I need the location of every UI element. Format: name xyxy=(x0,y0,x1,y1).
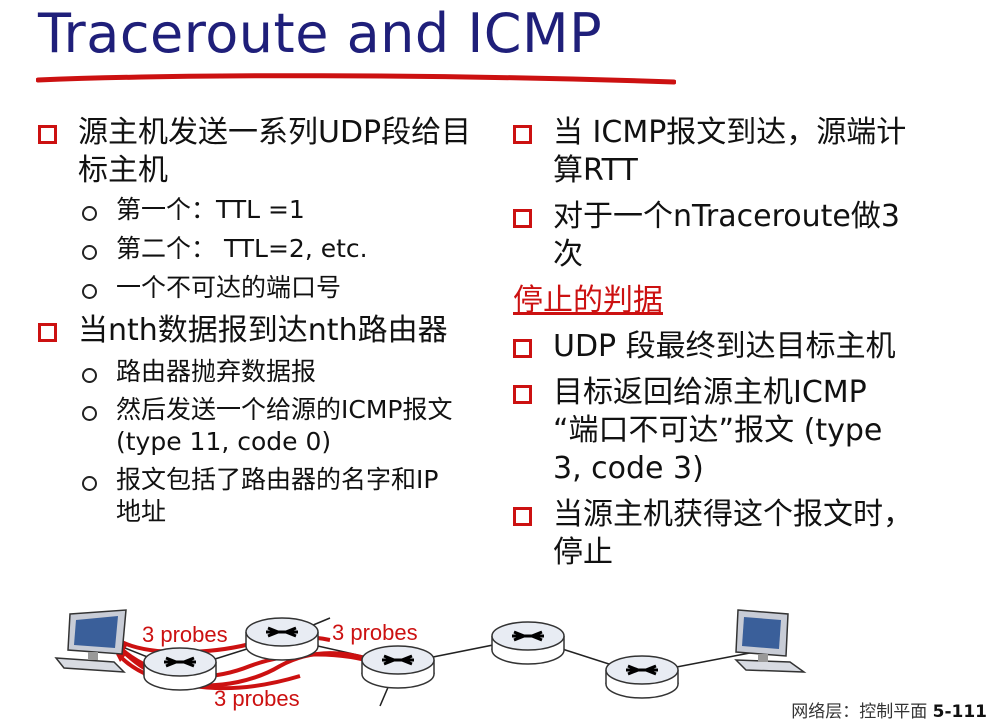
left-column: 源主机发送一系列UDP段给目标主机 第一个：TTL =1 第二个： TTL=2,… xyxy=(38,114,478,528)
computer-icon xyxy=(734,609,807,673)
page-number: 5-111 xyxy=(932,702,987,722)
circle-bullet-icon xyxy=(82,284,97,299)
sub-bullet-text: 然后发送一个给源的ICMP报文 (type 11, code 0) xyxy=(116,395,453,456)
title-underline xyxy=(36,73,676,85)
probe-label: 3 probes xyxy=(332,620,418,645)
right-column: 当 ICMP报文到达，源端计算RTT 对于一个nTraceroute做3次 停止… xyxy=(513,114,913,572)
square-bullet-icon xyxy=(513,339,532,358)
sub-bullet: 路由器抛弃数据报 xyxy=(68,356,478,388)
circle-bullet-icon xyxy=(82,406,97,421)
bullet-text: 当 ICMP报文到达，源端计算RTT xyxy=(553,115,907,188)
bullet-text: UDP 段最终到达目标主机 xyxy=(553,329,896,364)
sub-bullet: 一个不可达的端口号 xyxy=(68,272,478,304)
router-icon xyxy=(244,616,320,662)
sub-bullet-text: 路由器抛弃数据报 xyxy=(116,357,317,386)
footer-text: 网络层：控制平面 xyxy=(791,702,928,722)
bullet-text: 源主机发送一系列UDP段给目标主机 xyxy=(78,115,472,188)
sub-bullet-text: 第二个： TTL=2, etc. xyxy=(116,234,368,263)
stop-criteria-heading: 停止的判据 xyxy=(513,283,663,318)
bullet-text: 对于一个nTraceroute做3次 xyxy=(553,199,900,272)
square-bullet-icon xyxy=(513,385,532,404)
sub-bullet-text: 一个不可达的端口号 xyxy=(116,273,342,302)
circle-bullet-icon xyxy=(82,476,97,491)
square-bullet-icon xyxy=(513,125,532,144)
square-bullet-icon xyxy=(38,125,57,144)
bullet: 目标返回给源主机ICMP “端口不可达”报文 (type 3, code 3) xyxy=(513,374,913,488)
bullet: 当 ICMP报文到达，源端计算RTT xyxy=(513,114,913,190)
computer-icon xyxy=(54,609,127,673)
square-bullet-icon xyxy=(513,209,532,228)
sub-bullet: 第一个：TTL =1 xyxy=(68,194,478,226)
sub-bullet: 报文包括了路由器的名字和IP地址 xyxy=(68,464,456,528)
bullet: 当源主机获得这个报文时，停止 xyxy=(513,496,913,572)
bullet: 当nth数据报到达nth路由器 xyxy=(38,312,478,350)
square-bullet-icon xyxy=(513,507,532,526)
bullet: 对于一个nTraceroute做3次 xyxy=(513,198,913,274)
probe-label: 3 probes xyxy=(142,622,228,647)
sub-bullet-text: 第一个：TTL =1 xyxy=(116,195,305,224)
circle-bullet-icon xyxy=(82,206,97,221)
square-bullet-icon xyxy=(38,323,57,342)
router-icon xyxy=(604,654,680,700)
bullet-text: 当源主机获得这个报文时，停止 xyxy=(553,497,913,570)
bullet-text: 当nth数据报到达nth路由器 xyxy=(78,313,448,348)
probe-label: 3 probes xyxy=(214,686,300,711)
slide-title: Traceroute and ICMP xyxy=(38,2,603,65)
traceroute-diagram: 3 probes 3 probes 3 probes xyxy=(54,609,807,711)
sub-bullet: 然后发送一个给源的ICMP报文 (type 11, code 0) xyxy=(68,394,456,458)
sub-bullet-text: 报文包括了路由器的名字和IP地址 xyxy=(116,465,439,526)
circle-bullet-icon xyxy=(82,368,97,383)
bullet-text: 目标返回给源主机ICMP “端口不可达”报文 (type 3, code 3) xyxy=(553,375,883,486)
router-icon xyxy=(142,646,218,692)
circle-bullet-icon xyxy=(82,245,97,260)
router-icon xyxy=(360,644,436,690)
sub-bullet: 第二个： TTL=2, etc. xyxy=(68,233,478,265)
footer: 网络层：控制平面 5-111 xyxy=(791,697,987,722)
bullet: UDP 段最终到达目标主机 xyxy=(513,328,913,366)
router-icon xyxy=(490,620,566,666)
bullet: 源主机发送一系列UDP段给目标主机 xyxy=(38,114,478,190)
